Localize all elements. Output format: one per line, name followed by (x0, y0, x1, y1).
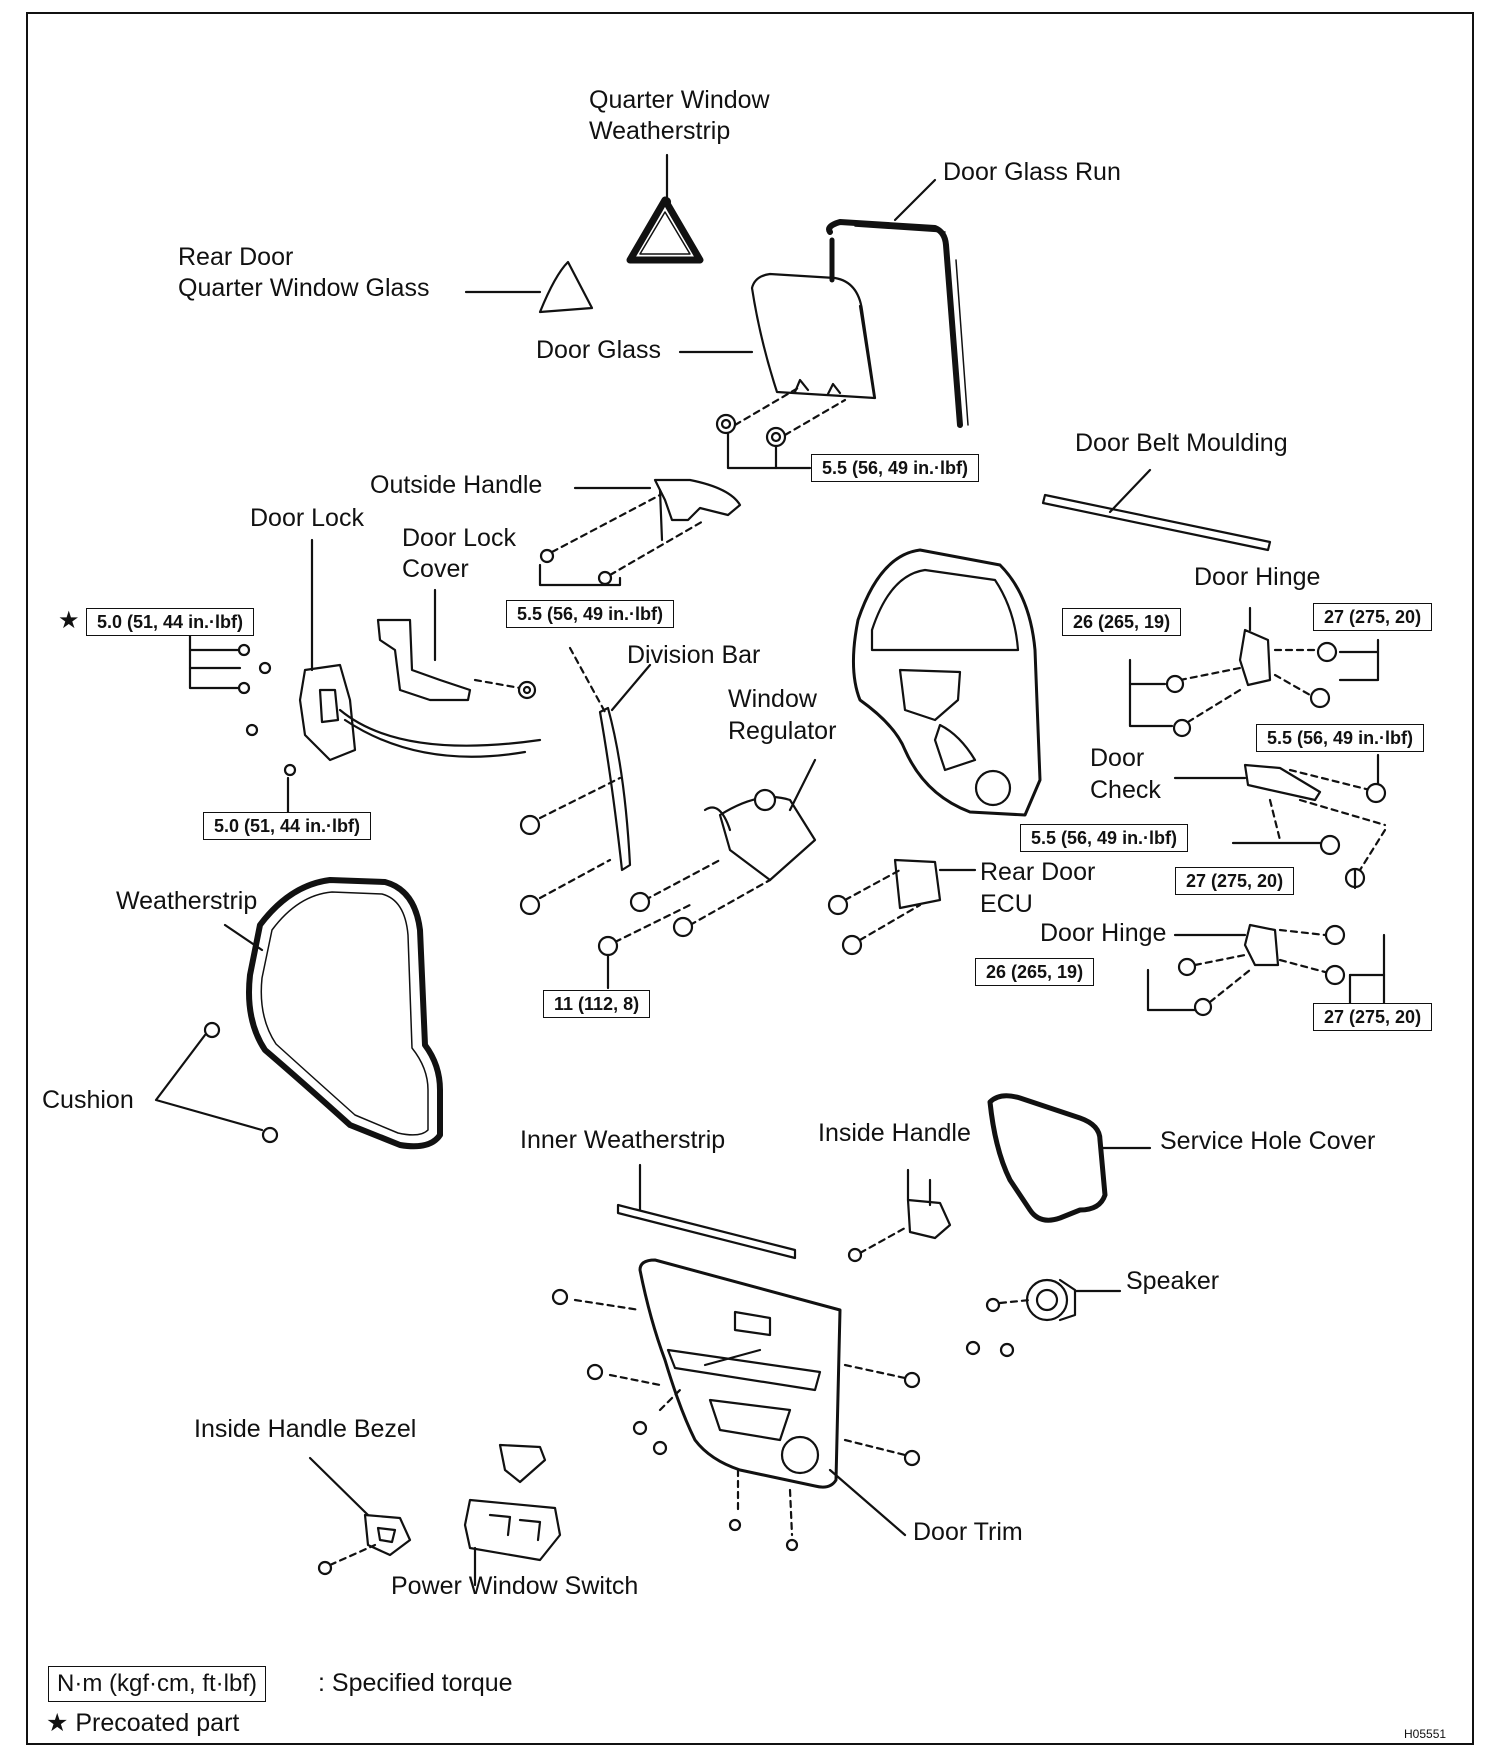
label-weatherstrip: Weatherstrip (116, 887, 258, 915)
door-check-part (1173, 753, 1380, 802)
label-window-regulator-1: Window (728, 685, 817, 713)
rear-door-ecu-part (893, 858, 977, 910)
door-hinge-upper-part (1238, 606, 1272, 687)
door-lock-part (298, 538, 542, 762)
torque-door-check-bottom: 27 (275, 20) (1175, 867, 1295, 895)
label-door-glass: Door Glass (536, 336, 662, 364)
quarter-window-weatherstrip-part (626, 153, 704, 264)
label-window-regulator-2: Regulator (728, 717, 837, 745)
division-bar-part (598, 663, 652, 872)
torque-hinge-lower-right: 27 (275, 20) (1313, 1003, 1433, 1031)
torque-hinge-upper-right: 27 (275, 20) (1313, 603, 1433, 631)
label-rear-door-quarter-window-glass-1: Rear Door (178, 243, 294, 271)
label-inside-handle-bezel: Inside Handle Bezel (194, 1415, 417, 1443)
label-speaker: Speaker (1126, 1267, 1220, 1295)
label-door-glass-run: Door Glass Run (943, 158, 1121, 186)
label-door-hinge-upper: Door Hinge (1194, 563, 1321, 591)
outside-handle-part (573, 478, 742, 542)
door-glass-part (678, 272, 877, 400)
legend-precoated-part: ★ Precoated part (46, 1709, 240, 1737)
window-regulator-part (703, 758, 817, 882)
quarter-window-glass-part (538, 260, 594, 314)
label-door-hinge-lower: Door Hinge (1040, 919, 1167, 947)
label-door-check-2: Check (1090, 776, 1161, 804)
door-trim-part (638, 1258, 907, 1537)
label-door-check-1: Door (1090, 744, 1145, 772)
torque-door-check-left: 5.5 (56, 49 in.·lbf) (1020, 824, 1189, 852)
speaker-part (998, 1278, 1122, 1322)
inside-handle-part (858, 1168, 952, 1255)
door-lock-cover-part (376, 588, 522, 702)
torque-door-check-right: 5.5 (56, 49 in.·lbf) (1256, 724, 1425, 752)
label-inner-weatherstrip: Inner Weatherstrip (520, 1126, 726, 1154)
label-door-lock: Door Lock (250, 504, 364, 532)
rear-door-shell-part (852, 548, 1042, 817)
label-door-belt-moulding: Door Belt Moulding (1075, 429, 1288, 457)
label-service-hole-cover: Service Hole Cover (1160, 1127, 1376, 1155)
torque-regulator: 11 (112, 8) (543, 990, 651, 1018)
weatherstrip-part (223, 877, 443, 1150)
service-hole-cover-part (987, 1093, 1152, 1223)
label-door-lock-cover-1: Door Lock (402, 524, 516, 552)
label-door-lock-cover-2: Cover (402, 555, 469, 583)
inner-weatherstrip-part (616, 1163, 797, 1260)
label-cushion: Cushion (42, 1086, 134, 1114)
legend-unit-description: : Specified torque (318, 1669, 513, 1697)
diagram-frame (26, 12, 1474, 1745)
door-belt-moulding-part (1041, 468, 1272, 552)
door-hinge-lower-part (1173, 923, 1280, 967)
label-quarter-window-weatherstrip-2: Weatherstrip (589, 117, 731, 145)
label-rear-door-ecu-2: ECU (980, 890, 1033, 918)
label-outside-handle: Outside Handle (370, 471, 543, 499)
power-window-switch-part (463, 1443, 562, 1587)
label-quarter-window-weatherstrip-1: Quarter Window (589, 86, 770, 114)
torque-door-lock-bottom: 5.0 (51, 44 in.·lbf) (203, 812, 372, 840)
torque-hinge-upper-left: 26 (265, 19) (1062, 608, 1182, 636)
door-glass-bolts (733, 386, 847, 437)
torque-door-lock-top: 5.0 (51, 44 in.·lbf) (86, 608, 255, 636)
label-division-bar: Division Bar (627, 641, 761, 669)
torque-hinge-lower-left: 26 (265, 19) (975, 958, 1095, 986)
door-glass-run-part (826, 178, 969, 428)
torque-door-glass: 5.5 (56, 49 in.·lbf) (811, 454, 980, 482)
inside-handle-bezel-part (308, 1456, 412, 1567)
precoated-star-icon: ★ (58, 607, 80, 634)
legend-unit-box: N·m (kgf·cm, ft·lbf) (48, 1666, 266, 1702)
label-rear-door-quarter-window-glass-2: Quarter Window Glass (178, 274, 430, 302)
figure-code: H05551 (1404, 1727, 1447, 1741)
label-rear-door-ecu-1: Rear Door (980, 858, 1096, 886)
label-power-window-switch: Power Window Switch (391, 1572, 639, 1600)
label-inside-handle: Inside Handle (818, 1119, 971, 1147)
label-door-trim: Door Trim (913, 1518, 1023, 1546)
torque-outside-handle: 5.5 (56, 49 in.·lbf) (506, 600, 675, 628)
